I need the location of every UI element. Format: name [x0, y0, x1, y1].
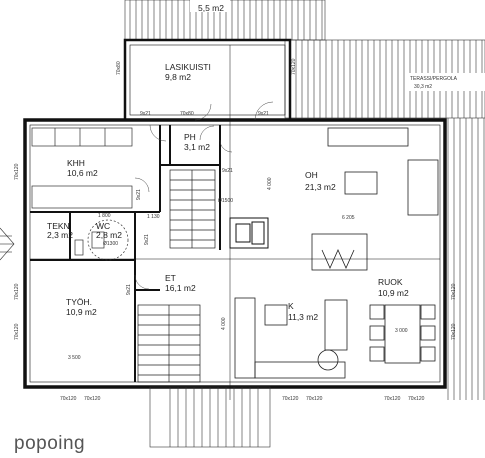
- watermark: popoing: [14, 433, 86, 454]
- et-name: ET: [165, 273, 176, 283]
- ruok-area: 10,9 m2: [378, 288, 409, 298]
- door-label-6: 9x21: [222, 168, 233, 174]
- dim-1130: 1 130: [147, 214, 160, 220]
- door-label-4: 9x21: [126, 284, 132, 295]
- kitchen-units: [234, 297, 348, 379]
- circle-label-1300: Ø1300: [103, 241, 118, 247]
- door-label-2: 9x21: [258, 111, 269, 117]
- window-label-1: 70x80: [116, 61, 122, 75]
- window-label-5: 70x120: [282, 396, 299, 402]
- window-label-12: 70x120: [451, 323, 457, 340]
- k-name: K: [288, 301, 294, 311]
- door-label-5: 9x21: [144, 234, 150, 245]
- dining-table: [369, 304, 436, 364]
- dim-6205: 6 205: [342, 215, 355, 221]
- stair-upper: [169, 169, 216, 249]
- tyoh-area: 10,9 m2: [66, 307, 97, 317]
- top-porch: [124, 0, 326, 41]
- stair-lower: [137, 304, 201, 383]
- fireplace: [229, 217, 269, 249]
- interior-walls: [30, 125, 221, 382]
- dim-4000-oh: 4 000: [267, 177, 273, 190]
- window-label-4: 70x120: [84, 396, 101, 402]
- window-label-3: 70x120: [60, 396, 77, 402]
- window-label-9: 70x120: [14, 163, 20, 180]
- lasikuisti-name: LASIKUISTI: [165, 62, 211, 72]
- side-steps: [0, 227, 15, 261]
- door-swings: [134, 101, 274, 290]
- oh-name: OH: [305, 170, 318, 180]
- window-label-11: 70x120: [14, 283, 20, 300]
- window-marks: [24, 150, 446, 388]
- top-area-label: 5,5 m2: [198, 3, 224, 13]
- wc-fixtures: [74, 219, 129, 261]
- window-label-10: 70x120: [14, 323, 20, 340]
- wc-area: 2,8 m2: [96, 230, 122, 240]
- bottom-entry-steps: [149, 386, 271, 448]
- window-label-6: 70x120: [306, 396, 323, 402]
- khh-area: 10,6 m2: [67, 168, 98, 178]
- terrace-area-label: 30,3 m2: [414, 84, 432, 90]
- oh-area: 21,3 m2: [305, 182, 336, 192]
- tekn-name: TEKN: [47, 221, 70, 231]
- terrace-name-label: TERASSI/PERGOLA: [410, 76, 458, 82]
- tekn-area: 2,3 m2: [47, 230, 73, 240]
- dim-1800: 1 800: [98, 213, 111, 219]
- ruok-name: RUOK: [378, 277, 403, 287]
- ph-area: 3,1 m2: [184, 142, 210, 152]
- window-label-7: 70x120: [384, 396, 401, 402]
- window-label-2: 70x80: [180, 111, 194, 117]
- dim-4000-k: 4 000: [221, 317, 227, 330]
- circle-label-1500: Ø1500: [218, 198, 233, 204]
- khh-name: KHH: [67, 158, 85, 168]
- grid-lines: [30, 45, 440, 400]
- k-area: 11,3 m2: [288, 312, 318, 322]
- door-label-3: 9x21: [136, 189, 142, 200]
- living-furniture: [311, 127, 439, 271]
- lasikuisti-walls: [123, 38, 292, 122]
- door-label-1: 9x21: [140, 111, 151, 117]
- window-label-13: 70x120: [451, 283, 457, 300]
- window-label-14: 70x120: [291, 58, 297, 75]
- window-label-8: 70x120: [408, 396, 425, 402]
- terrace: [284, 39, 485, 400]
- khh-counter: [31, 127, 133, 209]
- lasikuisti-area: 9,8 m2: [165, 72, 191, 82]
- dim-3500: 3 500: [68, 355, 81, 361]
- dim-3000: 3 000: [395, 328, 408, 334]
- wc-name: WC: [96, 221, 110, 231]
- tyoh-name: TYÖH.: [66, 297, 92, 307]
- et-area: 16,1 m2: [165, 283, 196, 293]
- ph-name: PH: [184, 132, 196, 142]
